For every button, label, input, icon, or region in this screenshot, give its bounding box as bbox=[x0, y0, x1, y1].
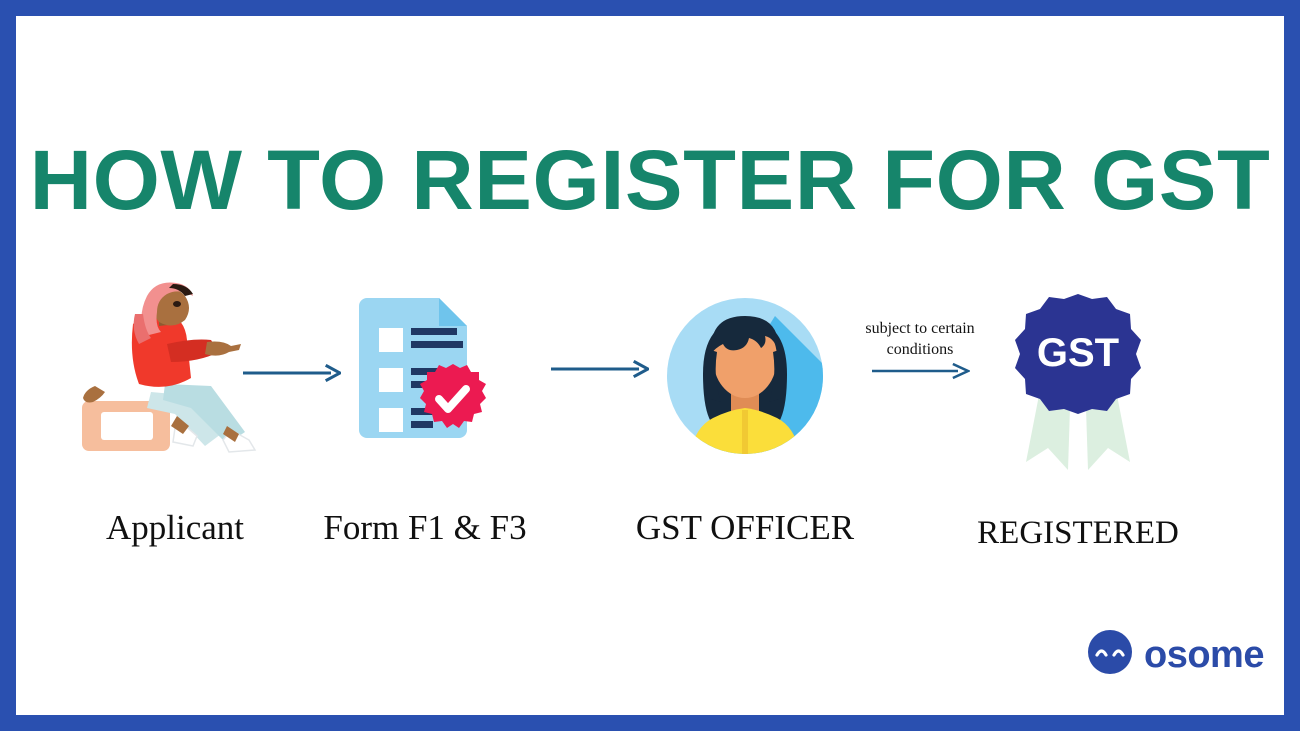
arrow-officer-to-registered bbox=[872, 360, 971, 382]
badge-text: GST bbox=[1037, 331, 1119, 375]
osome-wordmark: osome bbox=[1144, 633, 1264, 676]
process-flow: Applicant bbox=[0, 280, 1300, 570]
officer-avatar-icon bbox=[625, 280, 865, 470]
flow-step-applicant: Applicant bbox=[55, 280, 295, 570]
flow-step-registered: GST REGISTERED bbox=[958, 280, 1198, 570]
flow-step-label-form: Form F1 & F3 bbox=[323, 508, 527, 547]
flow-step-label-officer: GST OFFICER bbox=[635, 508, 855, 547]
flow-step-officer: GST OFFICER bbox=[625, 280, 865, 570]
smiling-face-icon bbox=[1088, 630, 1132, 679]
arrow-annotation-line-1: subject to certain bbox=[865, 320, 975, 337]
checklist-document-icon bbox=[305, 280, 545, 470]
arrow-annotation-line-2: conditions bbox=[886, 341, 954, 358]
arrow-annotation: subject to certain conditions bbox=[840, 318, 1000, 360]
page-title: HOW TO REGISTER FOR GST bbox=[29, 133, 1271, 227]
arrow-applicant-to-form bbox=[243, 362, 344, 384]
osome-logo: osome bbox=[1088, 630, 1264, 679]
flow-step-form: Form F1 & F3 bbox=[305, 280, 545, 570]
flow-step-label-registered: REGISTERED bbox=[977, 515, 1179, 551]
seated-person-illustration bbox=[55, 280, 295, 470]
gst-award-badge-icon: GST bbox=[958, 280, 1198, 470]
flow-step-label-applicant: Applicant bbox=[105, 508, 245, 547]
arrow-form-to-officer bbox=[551, 358, 652, 380]
